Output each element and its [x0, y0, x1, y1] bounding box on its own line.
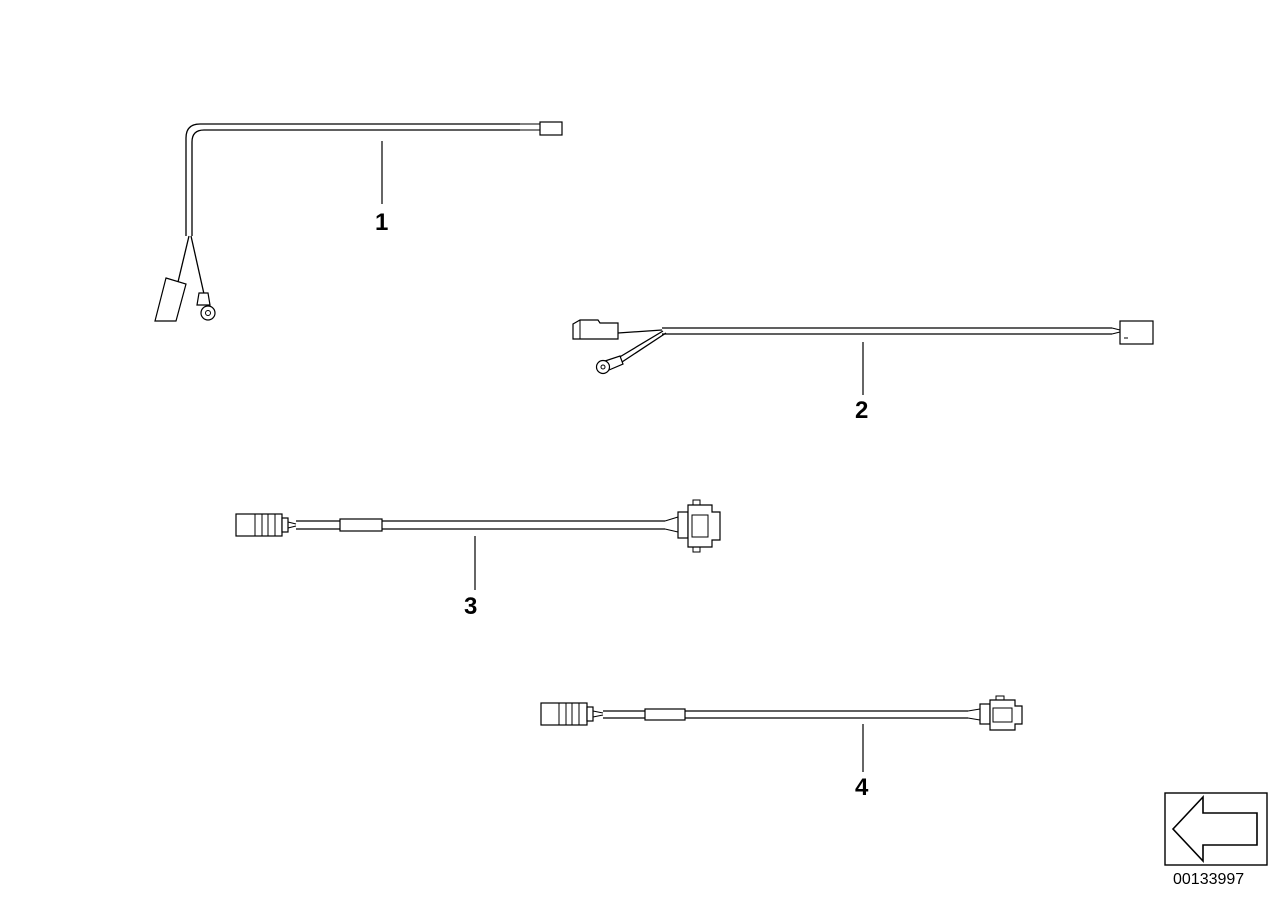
harness-part-4	[540, 695, 1023, 731]
harness-part-3	[235, 499, 721, 553]
harness-part-1	[154, 121, 563, 322]
callout-3: 3	[464, 593, 477, 620]
callout-1: 1	[375, 209, 388, 236]
callout-2: 2	[855, 397, 868, 424]
callout-4: 4	[855, 774, 869, 801]
reference-number: 00133997	[1173, 871, 1244, 888]
back-nav-button[interactable]	[1164, 792, 1268, 866]
harness-part-2	[572, 319, 1154, 375]
arrow-left-icon	[1171, 794, 1258, 864]
